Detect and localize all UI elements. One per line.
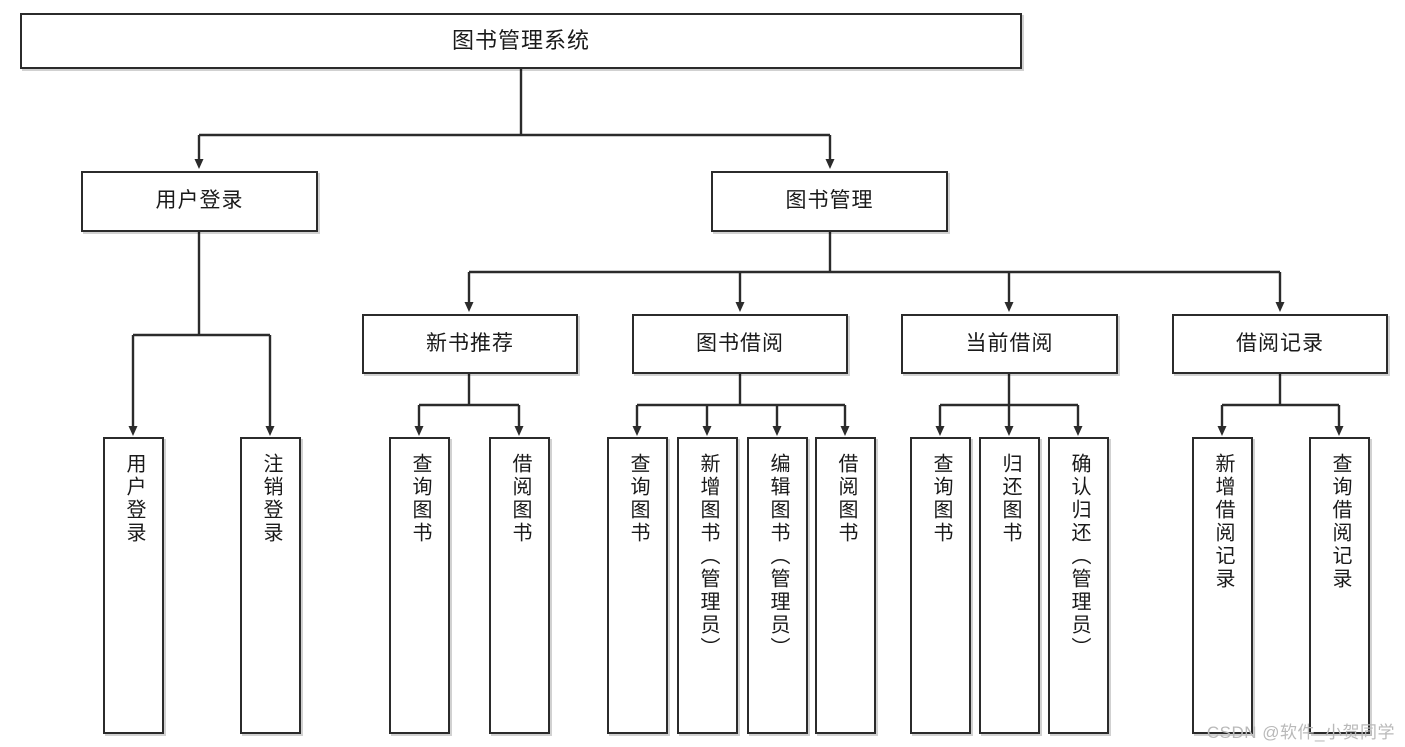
node-leaf-query-borrow-record[interactable]: 查询借阅记录	[1309, 437, 1370, 734]
node-leaf-query-book-current[interactable]: 查询图书	[910, 437, 971, 734]
node-label: 确认归还（管理员）	[1068, 453, 1090, 660]
node-book-management[interactable]: 图书管理	[711, 171, 948, 232]
node-root-system[interactable]: 图书管理系统	[20, 13, 1022, 69]
node-leaf-user-login[interactable]: 用户登录	[103, 437, 164, 734]
watermark: CSDN @软件_小贺同学	[1206, 723, 1395, 742]
node-label: 图书管理系统	[451, 28, 590, 54]
node-leaf-add-borrow-record[interactable]: 新增借阅记录	[1192, 437, 1253, 734]
node-label: 编辑图书（管理员）	[767, 453, 789, 660]
node-leaf-logout[interactable]: 注销登录	[240, 437, 301, 734]
node-label: 新增借阅记录	[1212, 453, 1234, 591]
node-label: 当前借阅	[965, 331, 1054, 355]
node-current-borrow[interactable]: 当前借阅	[901, 314, 1118, 374]
node-leaf-borrow-book-recommend[interactable]: 借阅图书	[489, 437, 550, 734]
node-leaf-query-book-borrow[interactable]: 查询图书	[607, 437, 668, 734]
node-leaf-edit-book-admin[interactable]: 编辑图书（管理员）	[747, 437, 808, 734]
node-leaf-add-book-admin[interactable]: 新增图书（管理员）	[677, 437, 738, 734]
node-label: 用户登录	[155, 189, 244, 213]
node-leaf-confirm-return-admin[interactable]: 确认归还（管理员）	[1048, 437, 1109, 734]
node-book-borrow[interactable]: 图书借阅	[632, 314, 848, 374]
node-label: 查询图书	[627, 453, 649, 545]
node-label: 新书推荐	[426, 331, 514, 355]
node-label: 归还图书	[999, 453, 1021, 545]
node-label: 借阅图书	[509, 453, 531, 545]
node-label: 图书借阅	[696, 331, 784, 355]
node-label: 图书管理	[785, 189, 874, 213]
node-label: 用户登录	[123, 453, 145, 545]
node-label: 借阅记录	[1236, 331, 1324, 355]
node-leaf-query-book-recommend[interactable]: 查询图书	[389, 437, 450, 734]
node-user-login[interactable]: 用户登录	[81, 171, 318, 232]
node-leaf-return-book[interactable]: 归还图书	[979, 437, 1040, 734]
node-borrow-record[interactable]: 借阅记录	[1172, 314, 1388, 374]
node-label: 借阅图书	[835, 453, 857, 545]
node-label: 查询借阅记录	[1329, 453, 1351, 591]
node-label: 查询图书	[930, 453, 952, 545]
node-leaf-borrow-book[interactable]: 借阅图书	[815, 437, 876, 734]
node-label: 新增图书（管理员）	[697, 453, 719, 660]
node-label: 查询图书	[409, 453, 431, 545]
node-label: 注销登录	[260, 453, 282, 545]
node-new-book-recommend[interactable]: 新书推荐	[362, 314, 578, 374]
